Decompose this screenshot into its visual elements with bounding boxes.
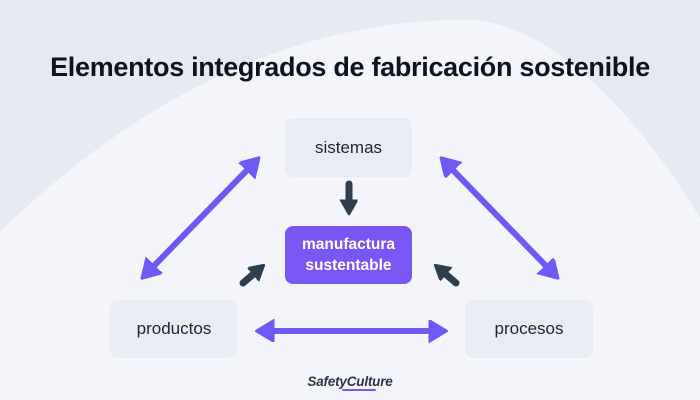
arrow-productos-sistemas: [150, 166, 251, 270]
arrow-sistemas-procesos: [449, 166, 550, 270]
node-center-label: manufactura sustentable: [301, 236, 396, 274]
arrow-productos-center: [239, 271, 257, 287]
safetyculture-logo-text: SafetyCulture: [307, 374, 393, 389]
arrow-procesos-center: [442, 271, 460, 287]
node-manufactura-sustentable: manufactura sustentable: [285, 226, 412, 284]
logo-underline: [342, 389, 376, 391]
node-sistemas-label: sistemas: [314, 137, 383, 157]
node-productos-label: productos: [136, 319, 212, 338]
safetyculture-logo: SafetyCulture: [0, 374, 700, 391]
node-sistemas: sistemas: [285, 118, 412, 177]
diagram-title: Elementos integrados de fabricación sost…: [50, 52, 650, 82]
node-procesos: procesos: [465, 300, 593, 358]
node-procesos-label: procesos: [494, 319, 564, 338]
node-productos: productos: [110, 300, 238, 358]
